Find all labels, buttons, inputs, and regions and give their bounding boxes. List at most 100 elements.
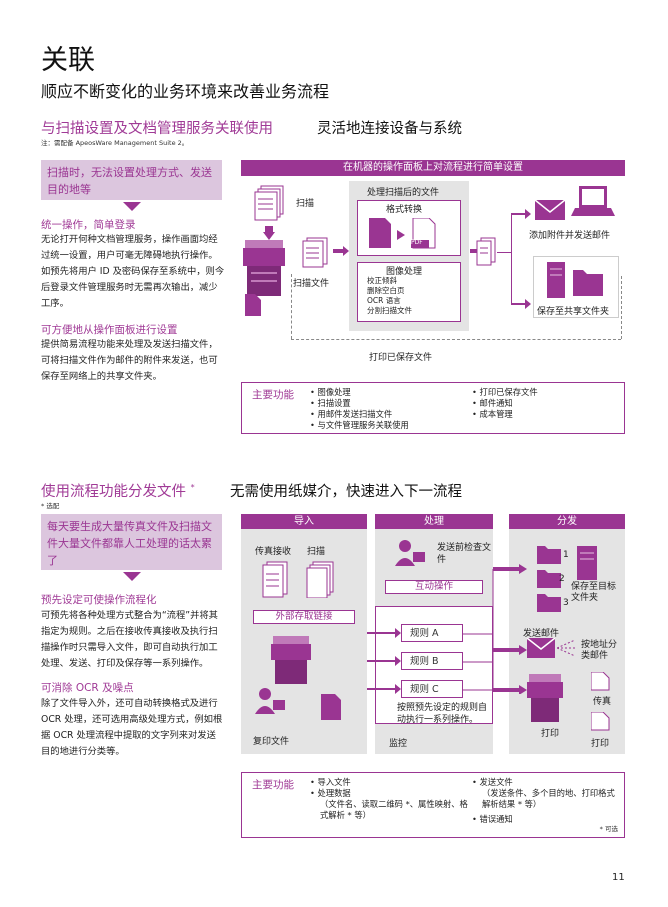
section1-heading-1: 统一操作，简单登录 xyxy=(41,219,136,231)
connector xyxy=(497,252,511,253)
copy-file-label: 复印文件 xyxy=(253,737,290,747)
document-icon xyxy=(476,237,496,266)
email-label: 添加附件并发送邮件 xyxy=(529,231,611,241)
section2-title-mark: * xyxy=(190,483,195,493)
column-process-header: 处理 xyxy=(375,514,493,529)
fax-icon xyxy=(591,672,610,691)
page-subtitle: 顺应不断变化的业务环境来改善业务流程 xyxy=(41,82,330,101)
server-icon xyxy=(577,546,597,580)
features-col2: 发送文件 xyxy=(472,777,622,788)
feature-item: 用邮件发送扫描文件 xyxy=(310,409,409,420)
rule-b: 规则 B xyxy=(401,652,463,670)
printer-icon xyxy=(271,636,311,684)
arrow-right-icon xyxy=(333,246,349,256)
printer-icon xyxy=(243,240,285,296)
scan-label: 扫描 xyxy=(296,199,315,209)
arrow-right-icon xyxy=(511,299,531,309)
folder-number-1: 1 xyxy=(563,550,569,560)
feature-item: 打印已保存文件 xyxy=(472,387,538,398)
feature-item: 错误通知 xyxy=(472,814,622,825)
section1-paragraph-2: 提供简易流程功能来处理及发送扫描文件，可将扫描文件作为邮件的附件来发送，也可保存… xyxy=(41,339,218,382)
arrow-down-icon xyxy=(123,202,141,211)
print-label-2: 打印 xyxy=(591,739,610,749)
email-laptop-icon xyxy=(535,186,615,220)
page-number: 11 xyxy=(612,872,625,883)
arrow-right-icon xyxy=(367,684,401,694)
print-label-1: 打印 xyxy=(541,729,560,739)
feature-item: 与文件管理服务关联使用 xyxy=(310,420,409,431)
section1-diagram: 扫描 扫描文件 处理扫描后的文件 格式转换 PDF 图像处理 校正倾斜 删除空白… xyxy=(241,176,625,374)
features-col1: 导入文件 处理数据 xyxy=(310,777,460,799)
section2-heading-1: 预先设定可使操作流程化 xyxy=(41,594,157,606)
arrow-down-icon xyxy=(123,572,141,581)
column-dist-header: 分发 xyxy=(509,514,625,529)
send-mail-label: 发送邮件 xyxy=(523,629,560,639)
features-label: 主要功能 xyxy=(252,779,294,791)
folder-stack-icon xyxy=(537,546,561,612)
column-import-header: 导入 xyxy=(241,514,367,529)
ip-item: OCR 语言 xyxy=(367,296,401,305)
ip-item: 校正倾斜 xyxy=(367,276,397,285)
section1-problem-text: 扫描时，无法设置处理方式、发送目的地等 xyxy=(47,166,212,196)
rule-a: 规则 A xyxy=(401,624,463,642)
section1-paragraph-1: 无论打开何种文档管理服务，操作画面均经过统一设置，用户可毫无障碍地执行操作。如预… xyxy=(41,234,225,309)
auto-note: 按照预先设定的规则自动执行一系列操作。 xyxy=(397,703,488,725)
user-computer-icon xyxy=(255,688,285,714)
server-folder-icon xyxy=(547,262,603,298)
section2-note: * 选配 xyxy=(41,502,60,510)
image-process-items: 校正倾斜 删除空白页 OCR 语言 分割扫描文件 xyxy=(367,276,412,316)
section2-problem-box: 每天要生成大量传真文件及扫描文件大量文件都靠人工处理的话太累了 xyxy=(41,514,222,570)
check-before-label: 发送前检查文件 xyxy=(437,543,492,565)
pdf-label: PDF xyxy=(411,239,423,246)
document-icon xyxy=(591,712,610,731)
page-title: 关联 xyxy=(41,45,95,76)
arrow-down-icon xyxy=(263,226,275,240)
features-col2b: 错误通知 xyxy=(472,814,622,825)
section2-title-text: 使用流程功能分发文件 xyxy=(41,484,186,500)
rule-c: 规则 C xyxy=(401,680,463,698)
document-icon xyxy=(302,237,328,268)
features-col1: 图像处理 扫描设置 用邮件发送扫描文件 与文件管理服务关联使用 xyxy=(310,387,409,431)
file-convert-icon xyxy=(369,218,436,249)
feature-item: 导入文件 xyxy=(310,777,460,788)
arrow-right-icon xyxy=(367,656,401,666)
paper-stack-icon xyxy=(306,561,334,598)
ip-item: 删除空白页 xyxy=(367,286,405,295)
process-title: 处理扫描后的文件 xyxy=(367,188,440,198)
document-icon xyxy=(321,694,341,720)
printer-icon xyxy=(527,674,563,722)
section2-title: 使用流程功能分发文件 * xyxy=(41,480,195,501)
connector xyxy=(511,214,512,304)
dashed-arrows-icon xyxy=(557,639,576,657)
image-process-box xyxy=(357,262,461,322)
by-address-label: 按地址分类邮件 xyxy=(581,640,618,661)
email-icon xyxy=(527,638,555,658)
share-label: 保存至共享文件夹 xyxy=(537,307,610,317)
user-computer-icon xyxy=(395,540,425,566)
save-target-label: 保存至目标文件夹 xyxy=(571,582,617,603)
scan-label: 扫描 xyxy=(307,547,326,557)
ext-link-label: 外部存取链接 xyxy=(253,610,355,624)
feature-item: 发送文件 xyxy=(472,777,622,788)
feature-item: 邮件通知 xyxy=(472,398,538,409)
folder-number-2: 2 xyxy=(559,574,565,584)
interactive-label: 互动操作 xyxy=(385,580,483,594)
section2-diagram: 导入 处理 分发 传真接收 扫描 外部存取链接 复印文件 发送前检查文件 互动操… xyxy=(241,514,625,764)
section1-heading-2: 可方便地从操作面板进行设置 xyxy=(41,324,178,336)
rule-output-arrows xyxy=(463,564,527,694)
feature-subitem: （文件名、读取二维码 *、属性映射、格式解析 * 等） xyxy=(320,799,468,820)
section1-note: 注：需配备 ApeosWare Management Suite 2。 xyxy=(41,139,189,147)
section2-tagline: 无需使用纸媒介，快速进入下一流程 xyxy=(230,484,462,500)
section2-features: 主要功能 导入文件 处理数据 （文件名、读取二维码 *、属性映射、格式解析 * … xyxy=(241,772,625,838)
feature-subitem: （发送条件、多个目的地、打印格式解析结果 * 等） xyxy=(482,788,615,809)
section1-tagline: 灵活地连接设备与系统 xyxy=(317,121,462,137)
section2-heading-2: 可消除 OCR 及噪点 xyxy=(41,682,134,694)
section1-problem-box: 扫描时，无法设置处理方式、发送目的地等 xyxy=(41,160,222,200)
scan-file-label: 扫描文件 xyxy=(293,279,330,289)
feature-item: 处理数据 xyxy=(310,788,460,799)
section1-title: 与扫描设置及文档管理服务关联使用 xyxy=(41,121,273,137)
section1-features: 主要功能 图像处理 扫描设置 用邮件发送扫描文件 与文件管理服务关联使用 打印已… xyxy=(241,382,625,434)
features-footnote: * 可选 xyxy=(599,825,618,833)
paper-stack-icon xyxy=(254,185,284,221)
features-col2: 打印已保存文件 邮件通知 成本管理 xyxy=(472,387,538,420)
